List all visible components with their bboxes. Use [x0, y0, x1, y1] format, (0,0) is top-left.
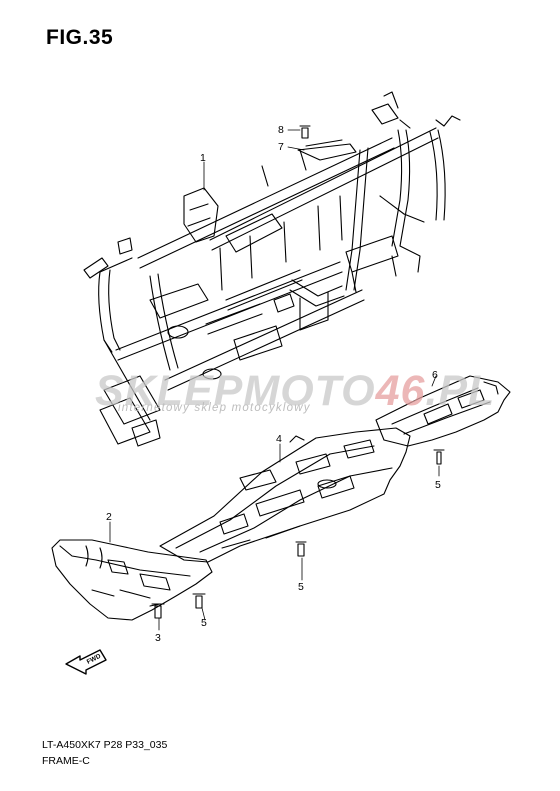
rear-skid-plate — [375, 375, 511, 447]
forward-direction-arrow — [65, 649, 107, 675]
watermark-tagline: internetowy sklep motocyklowy — [118, 402, 311, 414]
front-skid-plate — [51, 539, 213, 621]
callout-3: 3 — [155, 632, 161, 644]
diagram-code: LT-A450XK7 P28 P33_035 — [42, 739, 168, 751]
figure-title: FIG.35 — [46, 26, 114, 49]
callout-8: 8 — [278, 124, 284, 136]
callout-5-c: 5 — [435, 479, 441, 491]
watermark-brand: SKLEPMOTO46.PL — [95, 367, 496, 415]
callout-2: 2 — [106, 511, 112, 523]
frame-assembly — [83, 91, 461, 447]
diagram-name: FRAME-C — [42, 755, 90, 767]
center-skid-plate — [159, 427, 411, 563]
callout-5-b: 5 — [298, 581, 304, 593]
bolts — [151, 449, 445, 619]
callout-1: 1 — [200, 152, 206, 164]
callout-7: 7 — [278, 141, 284, 153]
callout-5-a: 5 — [201, 617, 207, 629]
callout-6: 6 — [432, 369, 438, 381]
callout-4: 4 — [276, 433, 282, 445]
leader-lines — [109, 129, 440, 631]
